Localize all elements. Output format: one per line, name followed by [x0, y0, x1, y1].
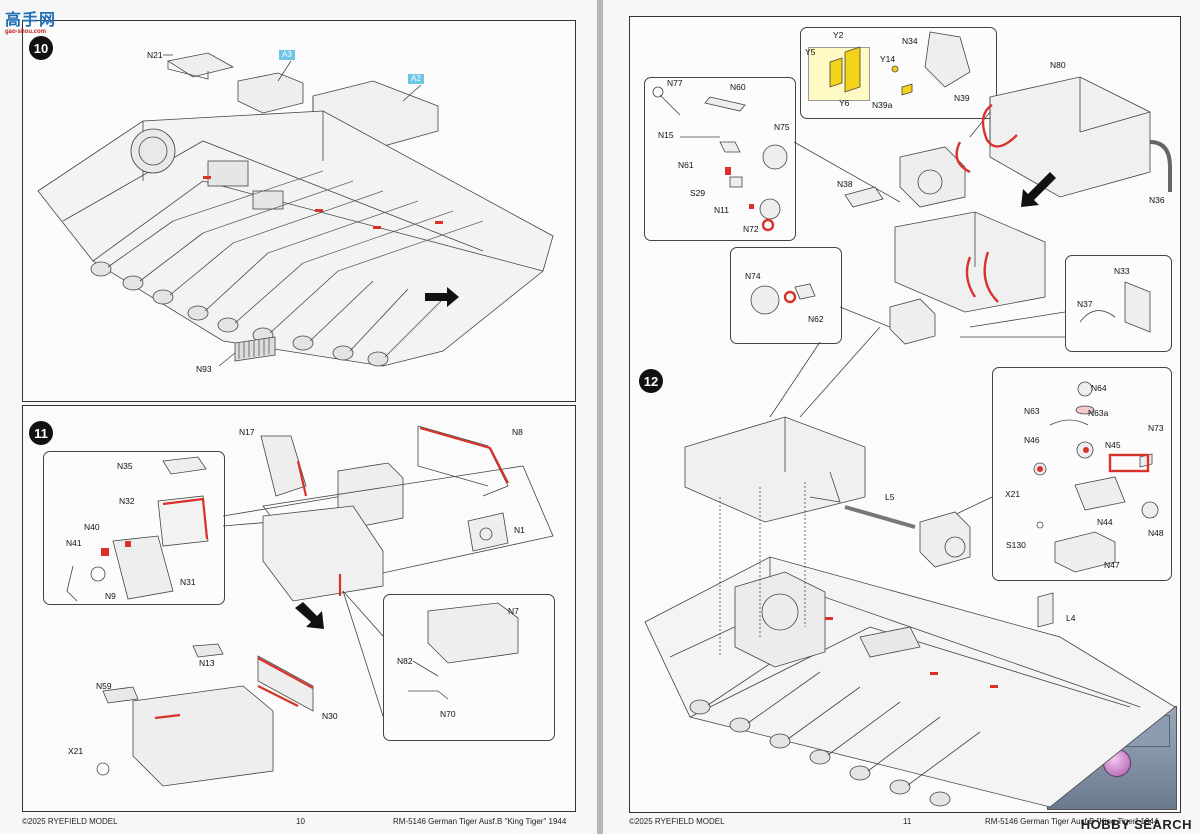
inset-exhaust [1065, 255, 1172, 352]
step-12-panel: 12 Y2 Y5 N34 Y14 Y6 N39a N39 N80 N77 N60… [629, 16, 1181, 813]
footer-copyright-left: ©2025 RYEFIELD MODEL [22, 817, 118, 826]
label-l5: L5 [885, 492, 895, 502]
label-n11: N11 [714, 205, 729, 215]
label-n32: N32 [119, 496, 135, 506]
hobby-search-logo: HOBBY SEARCH [1080, 817, 1192, 832]
label-n62: N62 [808, 314, 824, 324]
page-number-left: 10 [296, 817, 305, 826]
label-n37: N37 [1077, 299, 1093, 309]
footer-kit-title-right: RM-5146 German Tiger Ausf.B "King Tiger"… [985, 817, 1159, 826]
label-n15: N15 [658, 130, 674, 140]
label-n7: N7 [508, 606, 519, 616]
label-n31: N31 [180, 577, 196, 587]
label-l4: L4 [1066, 613, 1076, 623]
transmission-assembly-drawing [66, 425, 554, 787]
hull-assembly-drawing [37, 52, 554, 367]
label-n61: N61 [678, 160, 694, 170]
label-n64: N64 [1091, 383, 1107, 393]
step-10-panel: 10 N21 A3 A2 N93 [22, 20, 576, 402]
label-n45: N45 [1105, 440, 1121, 450]
label-n36: N36 [1149, 195, 1165, 205]
label-x21-right: X21 [1005, 489, 1021, 499]
label-n1: N1 [514, 525, 525, 535]
label-n35: N35 [117, 461, 133, 471]
page-number-right: 11 [903, 817, 912, 826]
footer-copyright-right: ©2025 RYEFIELD MODEL [629, 817, 725, 826]
left-page: 高手网 gao-shou.com 10 N21 A3 A2 N93 [0, 0, 597, 834]
engine-deck-drawing [644, 31, 1176, 808]
label-n46: N46 [1024, 435, 1040, 445]
label-n39: N39 [954, 93, 970, 103]
label-n44: N44 [1097, 517, 1113, 527]
label-n13: N13 [199, 658, 215, 668]
label-n41: N41 [66, 538, 82, 548]
label-n74: N74 [745, 271, 761, 281]
label-n33: N33 [1114, 266, 1130, 276]
label-n93: N93 [196, 364, 212, 374]
label-n72: N72 [743, 224, 759, 234]
label-x21: X21 [68, 746, 84, 756]
label-n80: N80 [1050, 60, 1066, 70]
label-n17: N17 [239, 427, 255, 437]
label-n21: N21 [147, 50, 163, 60]
right-page: 12 Y2 Y5 N34 Y14 Y6 N39a N39 N80 N77 N60… [603, 0, 1200, 834]
watermark-logo: 高手网 gao-shou.com [5, 12, 57, 35]
label-n77: N77 [667, 78, 683, 88]
ref-a3: A3 [279, 50, 295, 60]
label-n48: N48 [1148, 528, 1164, 538]
label-n60: N60 [730, 82, 746, 92]
label-n82: N82 [397, 656, 413, 666]
step-12-number: 12 [639, 369, 663, 393]
label-n30: N30 [322, 711, 338, 721]
label-y5: Y5 [805, 47, 816, 57]
label-n9: N9 [105, 591, 116, 601]
label-n8: N8 [512, 427, 523, 437]
ref-a2: A2 [408, 74, 424, 84]
label-n47: N47 [1104, 560, 1120, 570]
step-11-panel: 11 N17 N8 N35 N32 N40 N41 N31 N9 N1 N7 N… [22, 405, 576, 812]
label-s130: S130 [1006, 540, 1026, 550]
label-n63: N63 [1024, 406, 1040, 416]
label-n38: N38 [837, 179, 853, 189]
step-10-number: 10 [29, 36, 53, 60]
label-n59: N59 [96, 681, 112, 691]
label-n73: N73 [1148, 423, 1164, 433]
label-y6: Y6 [839, 98, 850, 108]
label-n39a: N39a [872, 100, 893, 110]
label-n70: N70 [440, 709, 456, 719]
label-n75: N75 [774, 122, 790, 132]
book-gutter [597, 0, 603, 834]
footer-kit-title-left: RM-5146 German Tiger Ausf.B "King Tiger"… [393, 817, 567, 826]
step-11-number: 11 [29, 421, 53, 445]
label-n34: N34 [902, 36, 918, 46]
label-s29: S29 [690, 188, 706, 198]
label-n63a: N63a [1088, 408, 1109, 418]
label-y2: Y2 [833, 30, 844, 40]
label-n40: N40 [84, 522, 100, 532]
label-y14: Y14 [880, 54, 896, 64]
